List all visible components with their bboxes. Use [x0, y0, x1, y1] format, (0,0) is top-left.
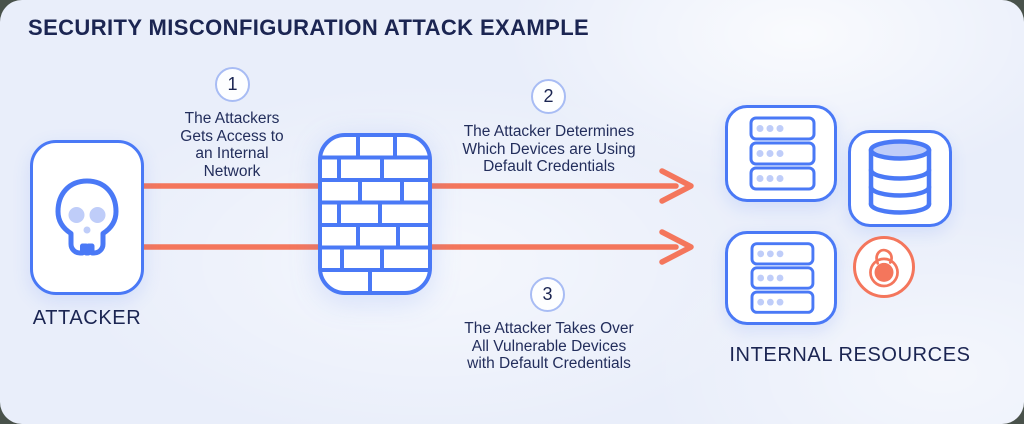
brick-wall-firewall-icon — [318, 133, 432, 295]
server-rack-icon — [749, 116, 816, 191]
attacker-box — [30, 140, 144, 295]
step-1-number: 1 — [227, 74, 238, 94]
step-2-text: The Attacker Determines Which Devices ar… — [462, 123, 636, 175]
database-icon — [868, 139, 932, 215]
step-3-number: 3 — [542, 284, 553, 304]
step-3-badge: 3 — [530, 277, 565, 312]
server-rack-box-top — [725, 105, 837, 202]
database-box — [848, 130, 952, 227]
server-rack-icon — [750, 242, 815, 314]
arrow-bottom-head — [659, 229, 694, 265]
step-2-number: 2 — [543, 86, 554, 106]
server-rack-box-bottom — [725, 231, 837, 325]
arrow-top-head — [659, 168, 694, 204]
attacker-label: ATTACKER — [32, 307, 142, 329]
unlocked-padlock-badge — [853, 236, 915, 298]
step-1-badge: 1 — [215, 67, 250, 102]
unlocked-padlock-icon — [869, 248, 899, 288]
step-3-text: The Attacker Takes Over All Vulnerable D… — [464, 320, 634, 372]
step-2-badge: 2 — [531, 79, 566, 114]
internal-resources-label: INTERNAL RESOURCES — [729, 344, 971, 366]
page-title: SECURITY MISCONFIGURATION ATTACK EXAMPLE — [28, 15, 590, 40]
skull-icon — [55, 178, 119, 255]
step-1-text: The Attackers Gets Access to an Internal… — [180, 110, 284, 180]
